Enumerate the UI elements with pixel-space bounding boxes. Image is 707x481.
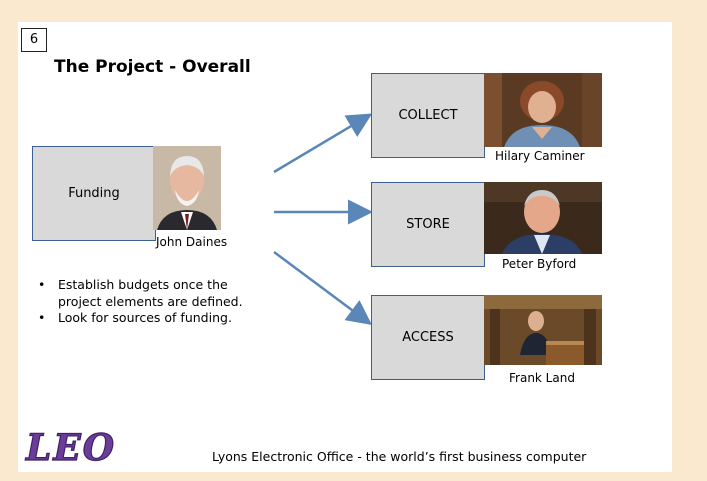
access-label: ACCESS (402, 330, 454, 345)
bullet-item: Establish budgets once the project eleme… (34, 277, 264, 310)
footer-text: Lyons Electronic Office - the world’s fi… (212, 449, 587, 464)
slide: 6 The Project - Overall Funding John Dai… (18, 22, 672, 472)
peter-byford-caption: Peter Byford (502, 257, 577, 271)
leo-logo-mark: LEO (24, 426, 116, 469)
bullet-list: Establish budgets once the project eleme… (34, 277, 264, 327)
frank-land-photo (484, 295, 602, 365)
collect-label: COLLECT (398, 108, 458, 123)
funding-label: Funding (68, 186, 120, 201)
hilary-caminer-caption: Hilary Caminer (495, 149, 585, 163)
hilary-caminer-photo (484, 73, 602, 147)
portrait-hilary-caminer (484, 73, 602, 147)
portrait-john-daines (153, 146, 221, 230)
svg-text:LEO: LEO (25, 427, 116, 467)
leo-logo: LEO (24, 426, 148, 471)
portrait-peter-byford (484, 182, 602, 254)
slide-title: The Project - Overall (54, 57, 251, 77)
store-box: STORE (371, 182, 485, 267)
store-label: STORE (406, 217, 450, 232)
john-daines-photo (153, 146, 221, 230)
frank-land-caption: Frank Land (509, 371, 575, 385)
funding-box: Funding (32, 146, 156, 241)
portrait-frank-land (484, 295, 602, 365)
collect-box: COLLECT (371, 73, 485, 158)
peter-byford-photo (484, 182, 602, 254)
bullet-item: Look for sources of funding. (34, 310, 264, 327)
access-box: ACCESS (371, 295, 485, 380)
john-daines-caption: John Daines (156, 235, 228, 249)
slide-number: 6 (21, 28, 47, 52)
arrow-to-collect (273, 113, 373, 174)
arrow-to-access (273, 250, 373, 325)
